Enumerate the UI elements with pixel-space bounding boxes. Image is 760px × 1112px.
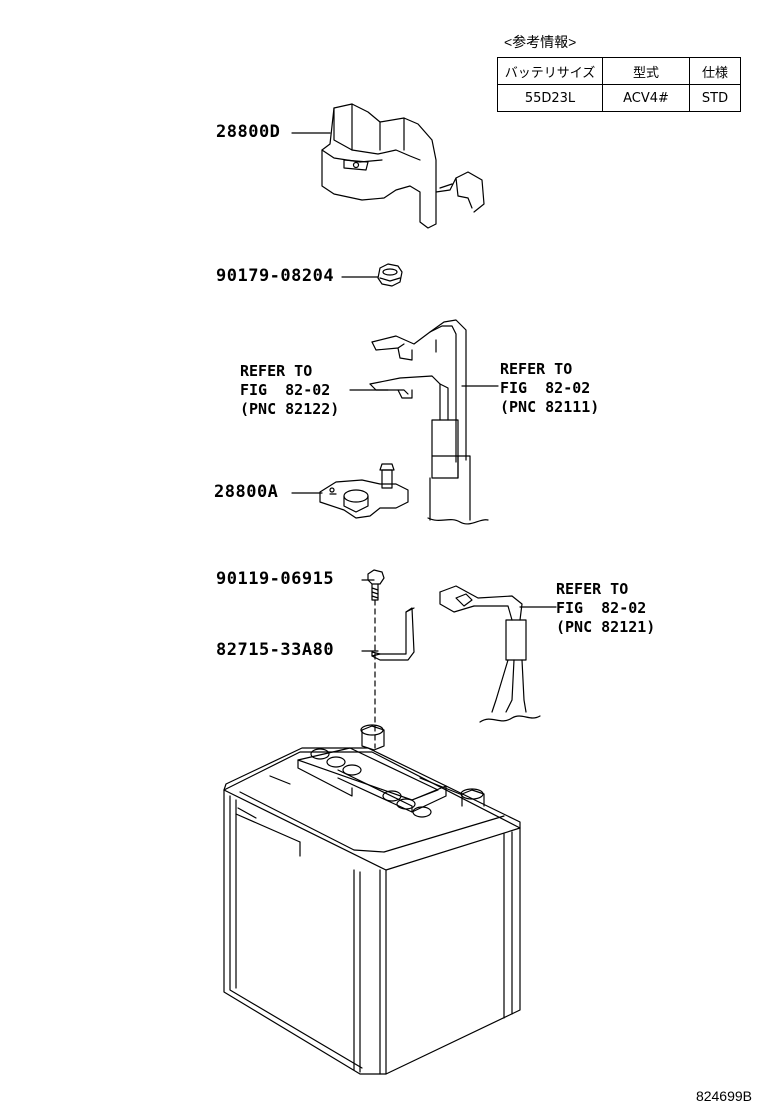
bolt-part bbox=[367, 569, 385, 601]
leader-lines bbox=[291, 132, 557, 652]
part-number-28800a[interactable]: 28800A bbox=[214, 482, 279, 502]
battery-cable-assembly bbox=[369, 319, 489, 525]
clamp-part bbox=[371, 607, 415, 661]
value-battery-size: 55D23L bbox=[497, 84, 603, 112]
reference-pnc-82111[interactable]: REFER TO FIG 82-02 (PNC 82111) bbox=[500, 360, 600, 416]
reference-pnc-82122[interactable]: REFER TO FIG 82-02 (PNC 82122) bbox=[240, 362, 340, 418]
value-spec: STD bbox=[689, 84, 741, 112]
reference-pnc-82121[interactable]: REFER TO FIG 82-02 (PNC 82121) bbox=[556, 580, 656, 636]
part-number-90119-06915[interactable]: 90119-06915 bbox=[216, 569, 335, 589]
reference-info-value-row: 55D23L ACV4# STD bbox=[497, 84, 741, 112]
figure-code: 824699B bbox=[695, 1088, 752, 1104]
part-number-28800d[interactable]: 28800D bbox=[216, 122, 281, 142]
terminal-cover-part bbox=[321, 103, 485, 229]
reference-info-caption: <参考情報> bbox=[504, 34, 577, 50]
nut-part bbox=[377, 263, 403, 287]
battery-part bbox=[223, 724, 521, 1075]
reference-info-table: バッテリサイズ 型式 仕様 55D23L ACV4# STD bbox=[497, 57, 741, 112]
part-number-90179-08204[interactable]: 90179-08204 bbox=[216, 266, 335, 286]
header-model: 型式 bbox=[602, 57, 690, 85]
battery-terminal-part bbox=[319, 463, 409, 519]
reference-info-header-row: バッテリサイズ 型式 仕様 bbox=[497, 57, 741, 85]
value-model: ACV4# bbox=[602, 84, 690, 112]
header-spec: 仕様 bbox=[689, 57, 741, 85]
header-battery-size: バッテリサイズ bbox=[497, 57, 603, 85]
negative-cable-assembly bbox=[439, 585, 541, 723]
part-number-82715-33a80[interactable]: 82715-33A80 bbox=[216, 640, 335, 660]
